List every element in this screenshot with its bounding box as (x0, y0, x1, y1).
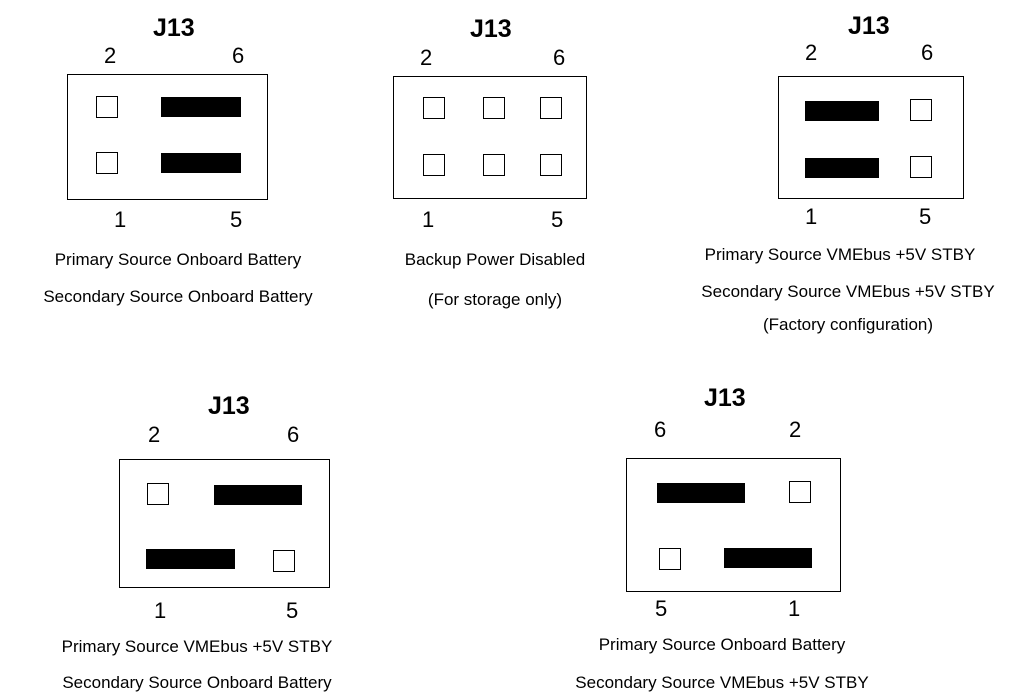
jumper-shunt (161, 97, 241, 117)
pin-label-bottom-right: 5 (230, 207, 243, 232)
open-pin (147, 483, 169, 505)
jumper-header-block (778, 76, 964, 199)
jumper-shunt (657, 483, 745, 503)
config-caption: Secondary Source Onboard Battery (62, 673, 332, 692)
open-pin (540, 97, 562, 119)
pin-label-bottom-left: 1 (114, 207, 127, 232)
config-caption: Primary Source VMEbus +5V STBY (704, 245, 976, 264)
open-pin (96, 152, 118, 174)
config-caption: Secondary Source VMEbus +5V STBY (575, 673, 869, 692)
jumper-shunt (161, 153, 241, 173)
pin-label-top-left: 2 (805, 40, 818, 65)
jumper-header-block (67, 74, 268, 200)
open-pin (789, 481, 811, 503)
open-pin (273, 550, 295, 572)
jumper-title: J13 (153, 14, 195, 42)
config-caption: Primary Source VMEbus +5V STBY (61, 637, 333, 656)
pin-label-bottom-left: 1 (154, 598, 167, 623)
pin-label-bottom-right: 5 (286, 598, 299, 623)
open-pin (483, 154, 505, 176)
pin-label-top-right: 6 (287, 422, 300, 447)
pin-label-bottom-right: 5 (919, 204, 932, 229)
config-caption: Primary Source Onboard Battery (598, 635, 846, 654)
pin-label-top-left: 6 (654, 417, 667, 442)
config-caption: Backup Power Disabled (404, 250, 586, 269)
jumper-shunt (146, 549, 235, 569)
jumper-title: J13 (470, 15, 512, 43)
pin-label-bottom-right: 1 (788, 596, 801, 621)
jumper-title: J13 (848, 12, 890, 40)
jumper-title: J13 (704, 384, 746, 412)
jumper-shunt (214, 485, 302, 505)
pin-label-top-left: 2 (148, 422, 161, 447)
pin-label-top-right: 6 (921, 40, 934, 65)
open-pin (423, 97, 445, 119)
open-pin (910, 99, 932, 121)
config-caption: Secondary Source VMEbus +5V STBY (701, 282, 995, 301)
pin-label-bottom-left: 1 (805, 204, 818, 229)
pin-label-bottom-left: 1 (422, 207, 435, 232)
open-pin (423, 154, 445, 176)
config-caption: (For storage only) (427, 290, 563, 309)
jumper-shunt (805, 101, 879, 121)
pin-label-top-left: 2 (420, 45, 433, 70)
pin-label-bottom-left: 5 (655, 596, 668, 621)
open-pin (910, 156, 932, 178)
pin-label-top-left: 2 (104, 43, 117, 68)
config-caption: Secondary Source Onboard Battery (43, 287, 313, 306)
pin-label-top-right: 2 (789, 417, 802, 442)
jumper-header-block (393, 76, 587, 199)
open-pin (659, 548, 681, 570)
open-pin (96, 96, 118, 118)
open-pin (540, 154, 562, 176)
pin-label-bottom-right: 5 (551, 207, 564, 232)
jumper-header-block (119, 459, 330, 588)
pin-label-top-right: 6 (232, 43, 245, 68)
config-caption: (Factory configuration) (762, 315, 934, 334)
jumper-shunt (805, 158, 879, 178)
jumper-title: J13 (208, 392, 250, 420)
jumper-shunt (724, 548, 812, 568)
pin-label-top-right: 6 (553, 45, 566, 70)
open-pin (483, 97, 505, 119)
jumper-header-block (626, 458, 841, 592)
config-caption: Primary Source Onboard Battery (54, 250, 302, 269)
